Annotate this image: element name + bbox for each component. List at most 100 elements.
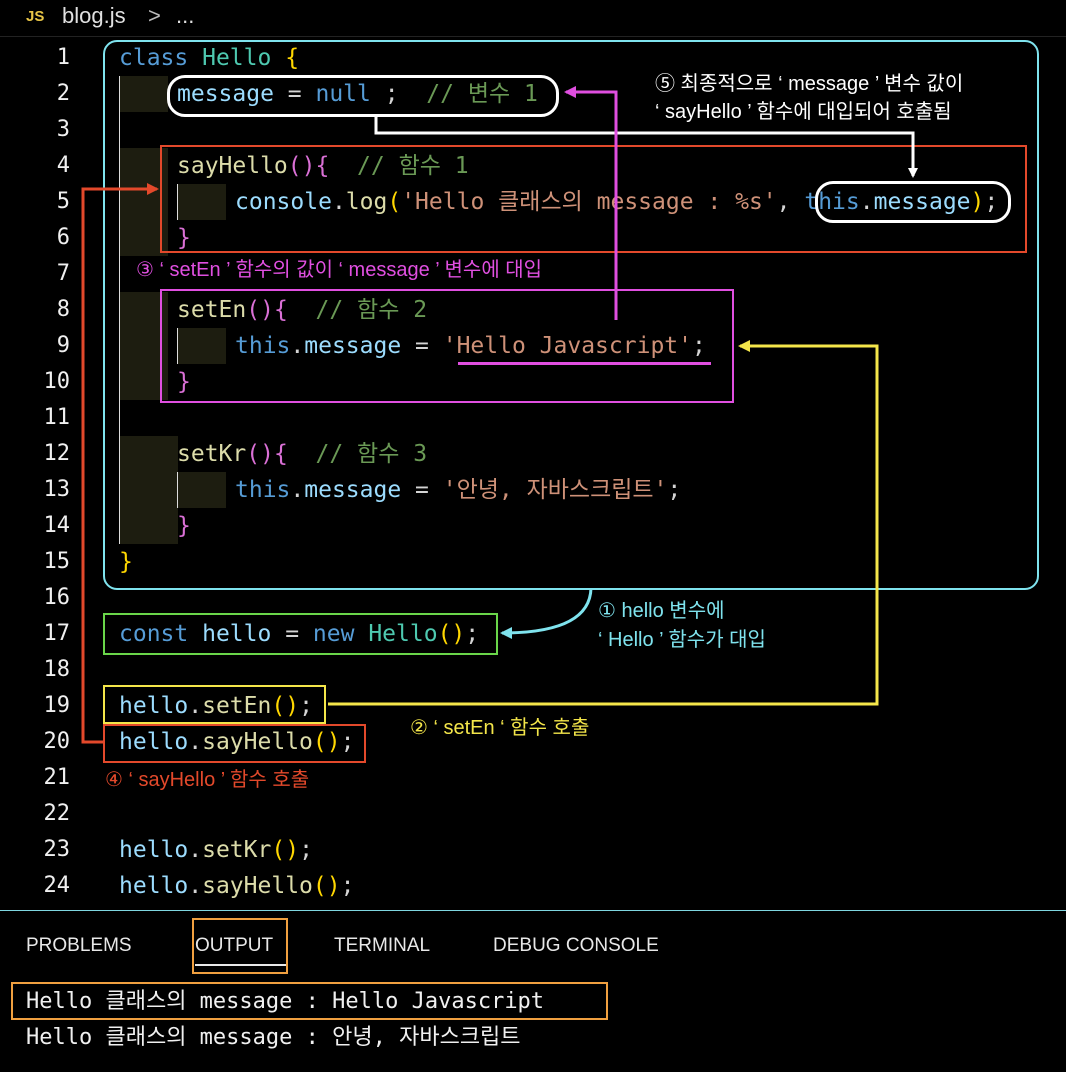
message-variable-box [167,75,559,117]
code-line-1[interactable]: class Hello { [119,40,299,76]
line-number: 12 [43,441,71,466]
line-number: 1 [56,45,70,70]
arrow-step1 [500,587,593,639]
code-line-5[interactable]: console.log('Hello 클래스의 message : %s', t… [235,184,998,220]
code-line-13[interactable]: this.message = '안녕, 자바스크립트'; [235,472,681,508]
indent-guide [177,184,178,220]
code-line-19[interactable]: hello.setEn(); [119,688,313,724]
parens: () [246,297,274,323]
operator: = [271,621,313,647]
keyword-this: this [235,477,291,503]
method-call: sayHello [202,729,313,755]
paren: ( [387,189,402,215]
dot: . [290,477,305,503]
string-literal: '안녕, 자바스크립트' [442,477,668,503]
parens: () [271,837,300,863]
javascript-file-icon: JS [26,8,45,25]
parens: () [312,729,341,755]
output-line-1: Hello 클래스의 message : Hello Javascript [26,989,545,1014]
line-number: 15 [43,549,71,574]
code-line-2[interactable]: message = null ; // 변수 1 [177,76,538,112]
string-literal: 'Hello 클래스의 message : %s' [401,189,777,215]
breadcrumb-chevron-icon: > [148,3,161,28]
class-name: Hello [202,45,272,71]
annotation-step4: ④ ‘ sayHello ’ 함수 호출 [105,769,310,791]
code-line-14[interactable]: } [177,508,191,544]
variable-hello: hello [119,873,189,899]
panel-divider [0,910,1066,911]
semicolon: ; [465,621,480,647]
line-number: 10 [43,369,71,394]
line-number: 18 [43,657,71,682]
const-hello-box [103,613,498,655]
annotation-step5-line2: ‘ sayHello ’ 함수에 대입되어 호출됨 [655,101,952,123]
code-line-9[interactable]: this.message = 'Hello Javascript'; [235,328,706,364]
line-number: 17 [43,621,71,646]
annotation-step5-line1: ⑤ 최종적으로 ‘ message ’ 변수 값이 [655,73,964,95]
comment: // 변수 1 [398,81,538,107]
parens: () [437,621,466,647]
brace: { [273,297,288,323]
dot: . [188,873,203,899]
variable-hello: hello [119,837,189,863]
indent-guide [177,328,178,364]
tab-output[interactable]: OUTPUT [195,935,274,956]
indent-highlight [120,436,178,544]
code-line-17[interactable]: const hello = new Hello(); [119,616,479,652]
code-line-23[interactable]: hello.setKr(); [119,832,313,868]
tab-problems[interactable]: PROBLEMS [26,935,132,956]
line-number: 11 [43,405,71,430]
code-line-15[interactable]: } [119,544,133,580]
breadcrumb-filename[interactable]: blog.js [62,3,126,28]
code-line-12[interactable]: setKr(){ // 함수 3 [177,436,427,472]
line-number: 6 [56,225,70,250]
semicolon: ; [667,477,682,503]
dot: . [188,729,203,755]
annotation-step3: ③ ‘ setEn ’ 함수의 값이 ‘ message ’ 변수에 대입 [136,259,543,281]
dot: . [290,333,305,359]
line-number: 3 [56,117,70,142]
class-name: Hello [368,621,438,647]
line-number: 2 [56,81,70,106]
variable-hello: hello [202,621,272,647]
method-name: setEn [177,297,247,323]
tab-debug-console[interactable]: DEBUG CONSOLE [493,935,659,956]
property-message: message [304,333,402,359]
string-literal: 'Hello Javascript' [442,333,692,359]
output-line-highlight [11,982,608,1020]
operator: = [273,81,316,107]
annotation-step2: ② ‘ setEn ‘ 함수 호출 [410,717,590,739]
line-number: 24 [43,873,71,898]
line-number: 19 [43,693,71,718]
brace: } [177,513,191,539]
code-line-8[interactable]: setEn(){ // 함수 2 [177,292,427,328]
keyword-new: new [312,621,355,647]
line-number: 23 [43,837,71,862]
line-number: 5 [56,189,70,214]
arrow-step5 [374,117,918,178]
keyword-this: this [235,333,291,359]
code-line-4[interactable]: sayHello(){ // 함수 1 [177,148,469,184]
line-number: 21 [43,765,71,790]
code-line-10[interactable]: } [177,364,191,400]
this-message-box [815,181,1011,223]
annotation-step1-line1: ① hello 변수에 [598,600,725,622]
parens: () [312,873,341,899]
method-call: setKr [202,837,272,863]
sayhello-call-box [103,724,366,763]
annotation-step1-line2: ‘ Hello ’ 함수가 대입 [598,629,766,651]
tab-terminal[interactable]: TERMINAL [334,935,431,956]
operator: = [401,333,443,359]
line-number: 13 [43,477,71,502]
semicolon: ; [370,81,399,107]
comment: // 함수 1 [329,153,469,179]
breadcrumb-ellipsis[interactable]: ... [176,3,195,28]
code-line-24[interactable]: hello.sayHello(); [119,868,354,904]
brace: } [177,369,191,395]
seten-call-box [103,685,326,724]
indent-highlight [178,184,226,220]
code-line-6[interactable]: } [177,220,191,256]
code-line-20[interactable]: hello.sayHello(); [119,724,354,760]
method-call: setEn [202,693,272,719]
